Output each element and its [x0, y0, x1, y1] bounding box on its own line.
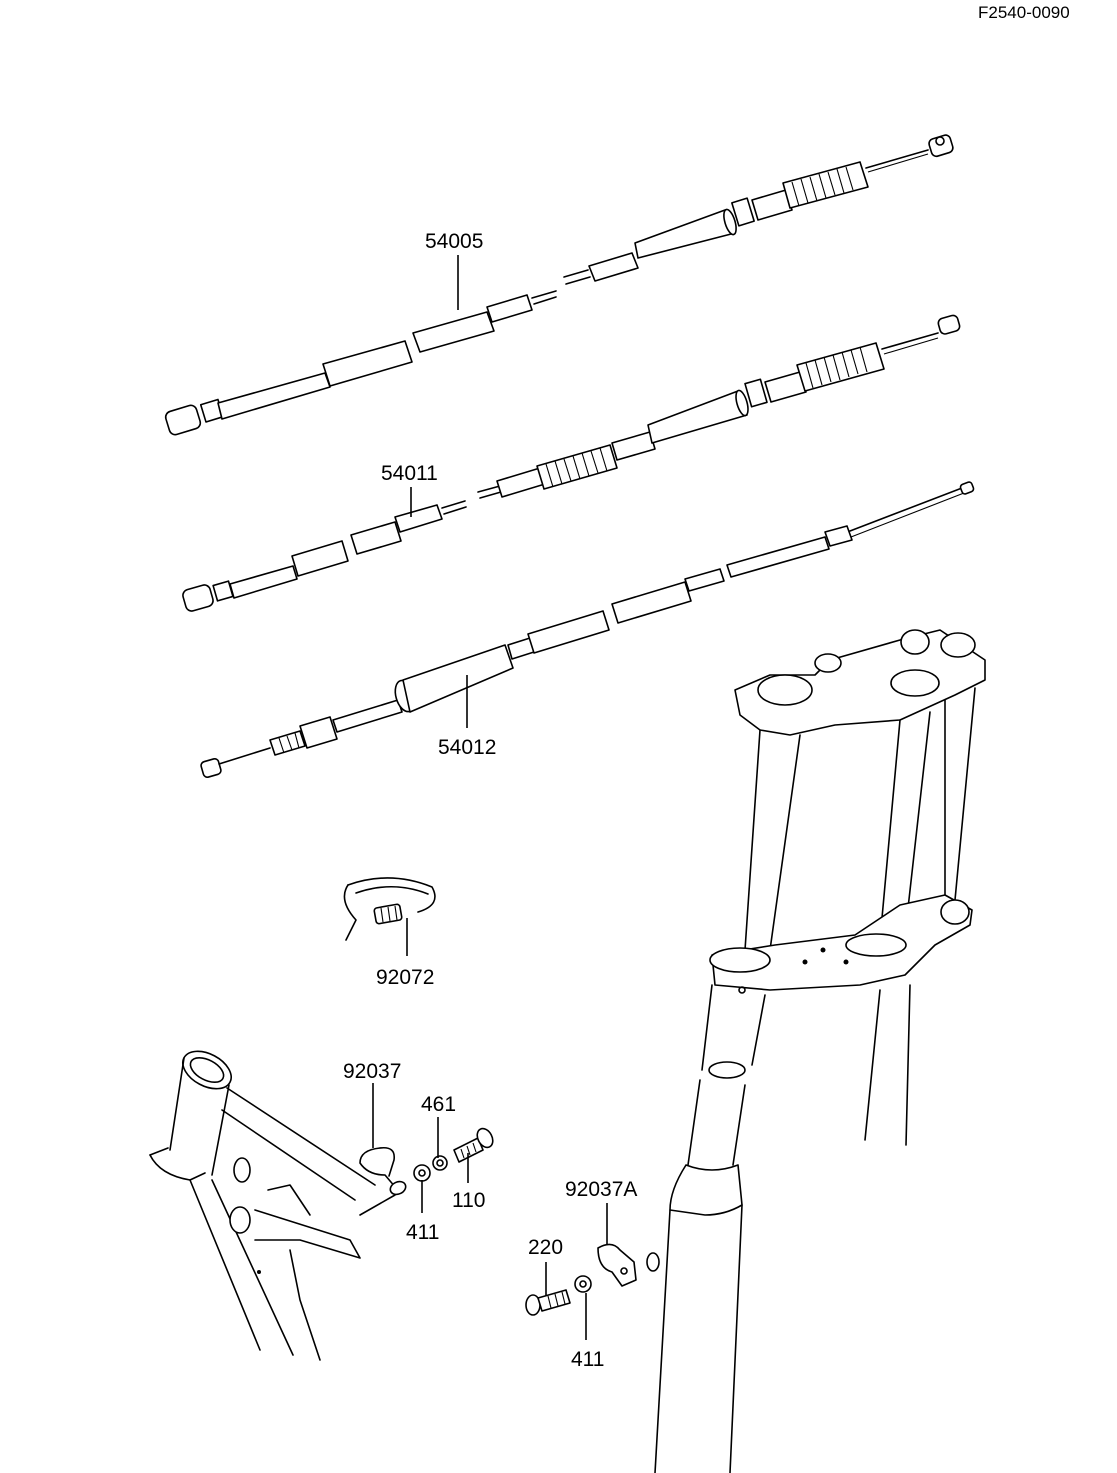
part-label-54012: 54012 — [438, 736, 497, 759]
part-label-54011: 54011 — [381, 462, 438, 485]
band-92072 — [343, 877, 436, 941]
bolt-110 — [453, 1127, 494, 1163]
cable-54012 — [200, 481, 975, 779]
washer-411-fork — [574, 1275, 592, 1293]
bolt-220 — [525, 1289, 571, 1316]
part-label-411-frame: 411 — [406, 1221, 440, 1244]
frame-section — [149, 1050, 376, 1361]
part-label-110: 110 — [452, 1189, 486, 1212]
part-label-411-fork: 411 — [571, 1348, 605, 1371]
part-label-54005: 54005 — [425, 230, 484, 253]
clamp-92037 — [359, 1146, 407, 1216]
front-fork-assembly — [646, 629, 986, 1473]
part-label-461: 461 — [421, 1093, 457, 1116]
part-label-92037A: 92037A — [565, 1178, 638, 1201]
clamp-92037A — [597, 1243, 637, 1287]
diagram-code: F2540-0090 — [978, 3, 1070, 22]
part-label-92037: 92037 — [343, 1060, 402, 1083]
cable-54005 — [164, 134, 954, 436]
washer-411 — [413, 1164, 431, 1182]
part-label-92072: 92072 — [376, 966, 435, 989]
lockwasher-461 — [432, 1155, 448, 1171]
part-label-220: 220 — [528, 1236, 564, 1259]
cable-54011 — [182, 314, 961, 612]
